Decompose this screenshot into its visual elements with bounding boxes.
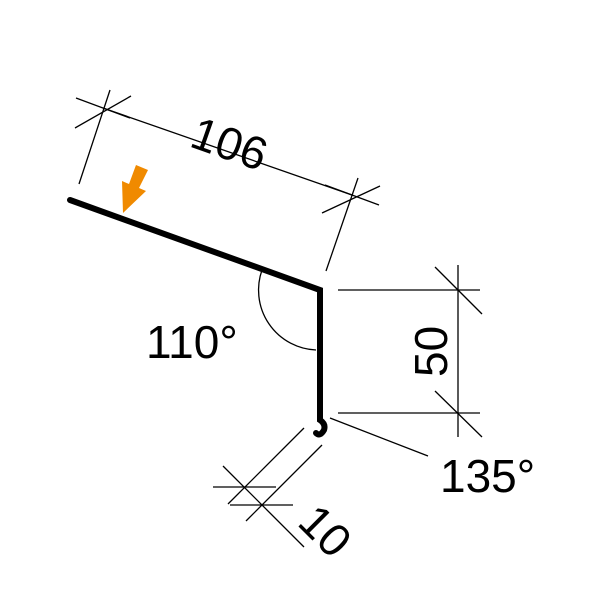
- dimension-line-10: [222, 465, 305, 548]
- tick-left-a: [75, 97, 131, 119]
- angle-label-135: 135°: [440, 450, 535, 502]
- angle-label-110: 110°: [146, 316, 238, 368]
- tick-right-b: [321, 185, 381, 214]
- profile-line: [67, 197, 328, 438]
- angle-arc-110: [257, 269, 317, 351]
- tick-left-b: [74, 95, 132, 129]
- extension-line-10b: [245, 444, 323, 522]
- arrow-down-left-icon: [122, 165, 148, 213]
- tick-top: [434, 266, 483, 315]
- angle-leader-135: [329, 417, 429, 457]
- dimension-line-106: [102, 107, 353, 196]
- extension-line-10a: [227, 427, 305, 505]
- dimension-50: [338, 265, 483, 438]
- extension-line-left: [78, 89, 111, 185]
- dimension-106: [74, 89, 381, 272]
- tick-bottom: [434, 390, 483, 438]
- dimension-label-106: 106: [185, 106, 275, 180]
- tick-right-a: [324, 184, 380, 206]
- dimension-label-10: 10: [289, 494, 362, 567]
- extension-line-right: [325, 177, 359, 272]
- dimension-10: [213, 427, 323, 548]
- dimension-label-50: 50: [405, 326, 457, 377]
